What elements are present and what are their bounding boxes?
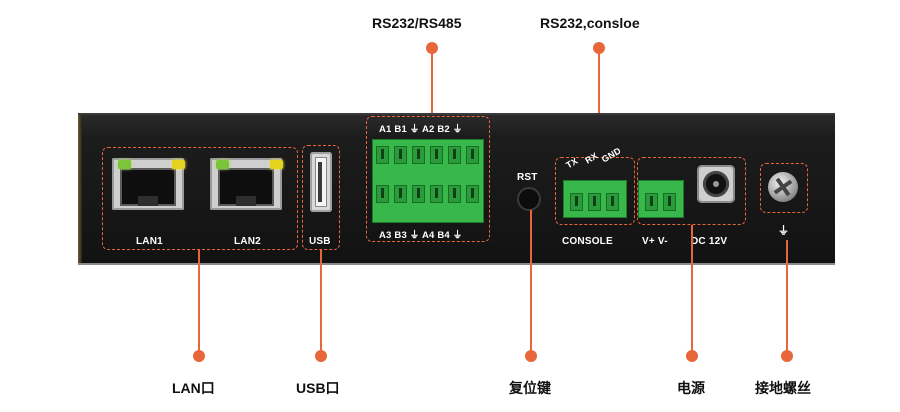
callout-rs232-console: RS232,consloe: [540, 15, 640, 31]
usb-label: USB: [309, 236, 331, 247]
lan-group-outline: [102, 147, 298, 250]
callout-line-usb: [320, 250, 322, 355]
power-vplus-vminus-label: V+ V-: [642, 236, 668, 247]
lan1-label: LAN1: [136, 236, 163, 247]
callout-line-rs485: [431, 50, 433, 140]
rst-label: RST: [517, 172, 538, 183]
power-terminal[interactable]: [638, 180, 684, 218]
callout-dot-reset: [525, 350, 537, 362]
callout-line-power: [691, 225, 693, 355]
rs485-terminal-block[interactable]: [372, 139, 484, 223]
callout-dot-usb: [315, 350, 327, 362]
callout-reset: 复位键: [509, 380, 551, 396]
console-group-outline: [555, 157, 635, 225]
callout-rs232-rs485: RS232/RS485: [372, 15, 462, 31]
callout-dot-power: [686, 350, 698, 362]
callout-dot-rs485: [426, 42, 438, 54]
dc-power-jack[interactable]: [697, 165, 735, 203]
terminal-bottom-labels: A3 B3 ⏚ A4 B4 ⏚: [379, 230, 463, 241]
callout-ground: 接地螺丝: [755, 380, 811, 396]
callout-lan: LAN口: [172, 380, 215, 396]
lan2-activity-led: [270, 160, 283, 169]
callout-power: 电源: [677, 380, 705, 396]
power-group-outline: [637, 157, 746, 225]
callout-line-reset: [530, 210, 532, 355]
dc-12v-label: DC 12V: [691, 236, 728, 247]
callout-dot-console: [593, 42, 605, 54]
terminal-top-labels: A1 B1 ⏚ A2 B2 ⏚: [379, 124, 463, 135]
usb-port[interactable]: [310, 152, 332, 212]
lan1-activity-led: [172, 160, 185, 169]
console-label: CONSOLE: [562, 236, 613, 247]
usb-group-outline: [302, 145, 340, 250]
lan2-link-led: [216, 160, 229, 169]
callout-dot-lan: [193, 350, 205, 362]
ground-group-outline: [760, 163, 808, 213]
lan2-label: LAN2: [234, 236, 261, 247]
callout-line-lan: [198, 250, 200, 355]
lan1-link-led: [118, 160, 131, 169]
ground-screw[interactable]: [768, 172, 798, 202]
console-terminal[interactable]: [563, 180, 627, 218]
ground-symbol-icon: ⏚: [778, 225, 789, 237]
terminal-group-outline: [366, 116, 490, 242]
callout-line-ground: [786, 240, 788, 355]
reset-button[interactable]: [519, 189, 539, 209]
callout-usb: USB口: [296, 380, 340, 396]
callout-dot-ground: [781, 350, 793, 362]
